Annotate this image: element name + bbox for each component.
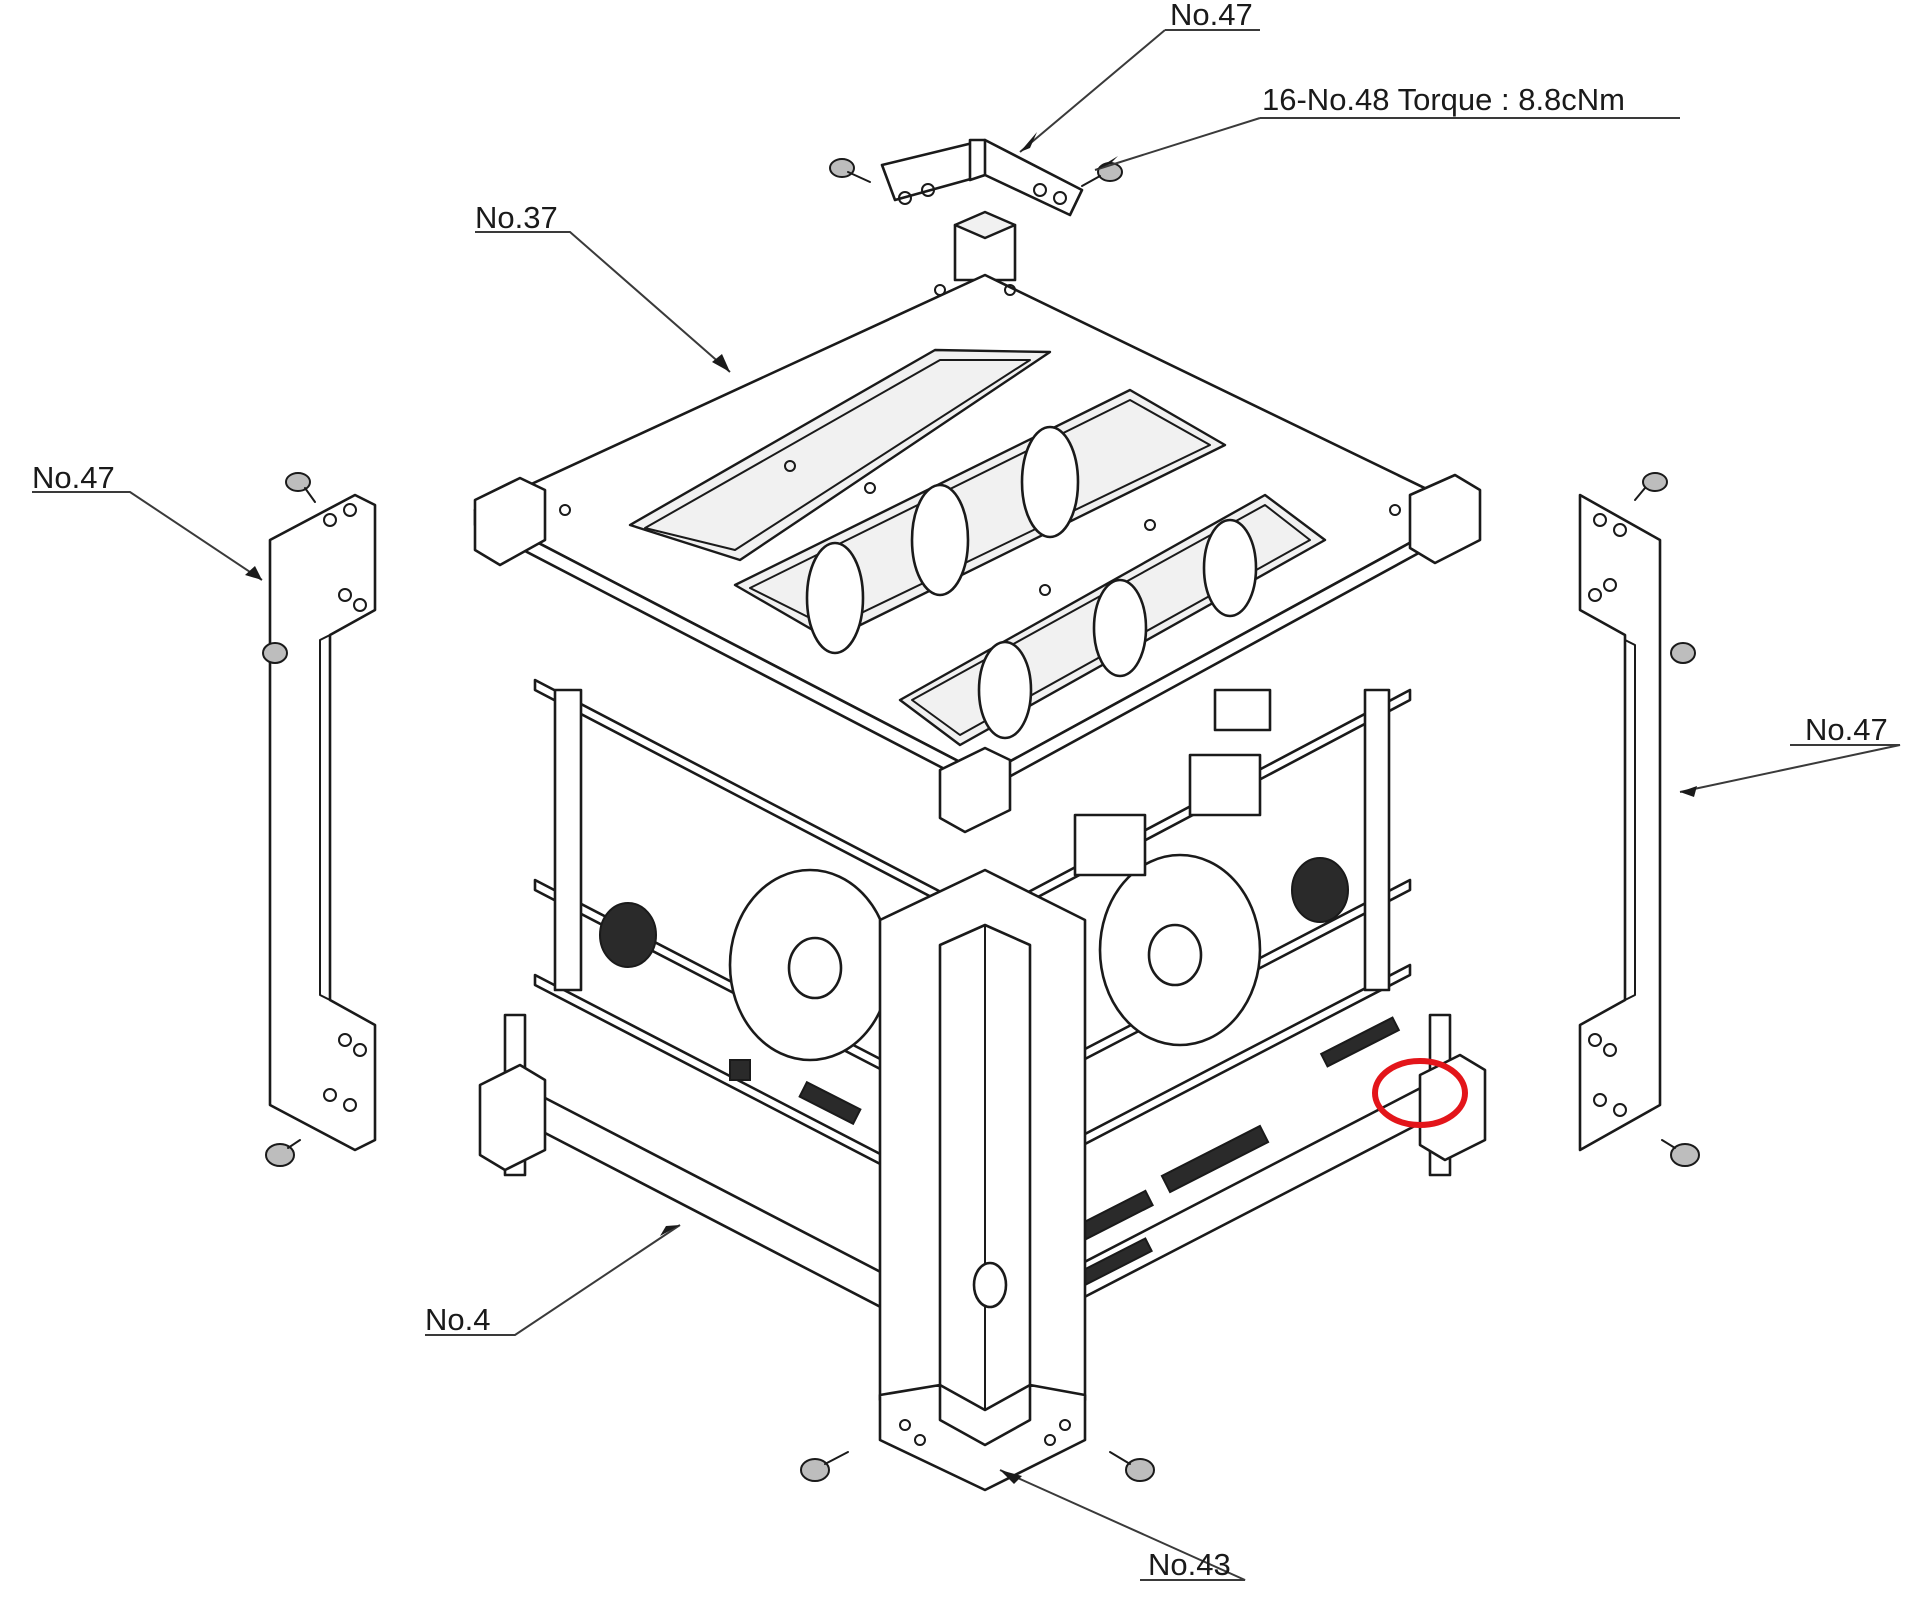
right-side-bracket [1578, 493, 1662, 1152]
screw-icon [829, 158, 871, 183]
screw-icon [1634, 472, 1668, 501]
callout-screws-torque: 16-No.48 Torque : 8.8cNm [1262, 82, 1625, 117]
screw-icon [800, 1451, 849, 1482]
arrowhead-icon [245, 132, 1697, 1484]
screw-icon [1670, 642, 1696, 664]
callout-bottom-frame: No.4 [425, 1302, 490, 1337]
screw-icon [262, 642, 288, 664]
callout-top-bracket: No.47 [1170, 0, 1253, 32]
highlight-circle [1372, 1058, 1468, 1128]
pcb-stack [478, 678, 1487, 1332]
screw-icon [1661, 1139, 1700, 1167]
callout-front-bracket: No.43 [1148, 1547, 1231, 1582]
callout-left-bracket: No.47 [32, 460, 115, 495]
screw-icon [285, 472, 316, 503]
top-corner-bracket [880, 138, 1084, 282]
callout-right-bracket: No.47 [1805, 712, 1888, 747]
callout-top-plate: No.37 [475, 200, 558, 235]
front-corner-rail [878, 868, 1087, 1492]
screw-icon [1109, 1451, 1155, 1482]
left-side-bracket [268, 493, 377, 1152]
top-plate [473, 273, 1482, 834]
leader-lines [32, 29, 1901, 1581]
screw-icon [265, 1139, 301, 1167]
